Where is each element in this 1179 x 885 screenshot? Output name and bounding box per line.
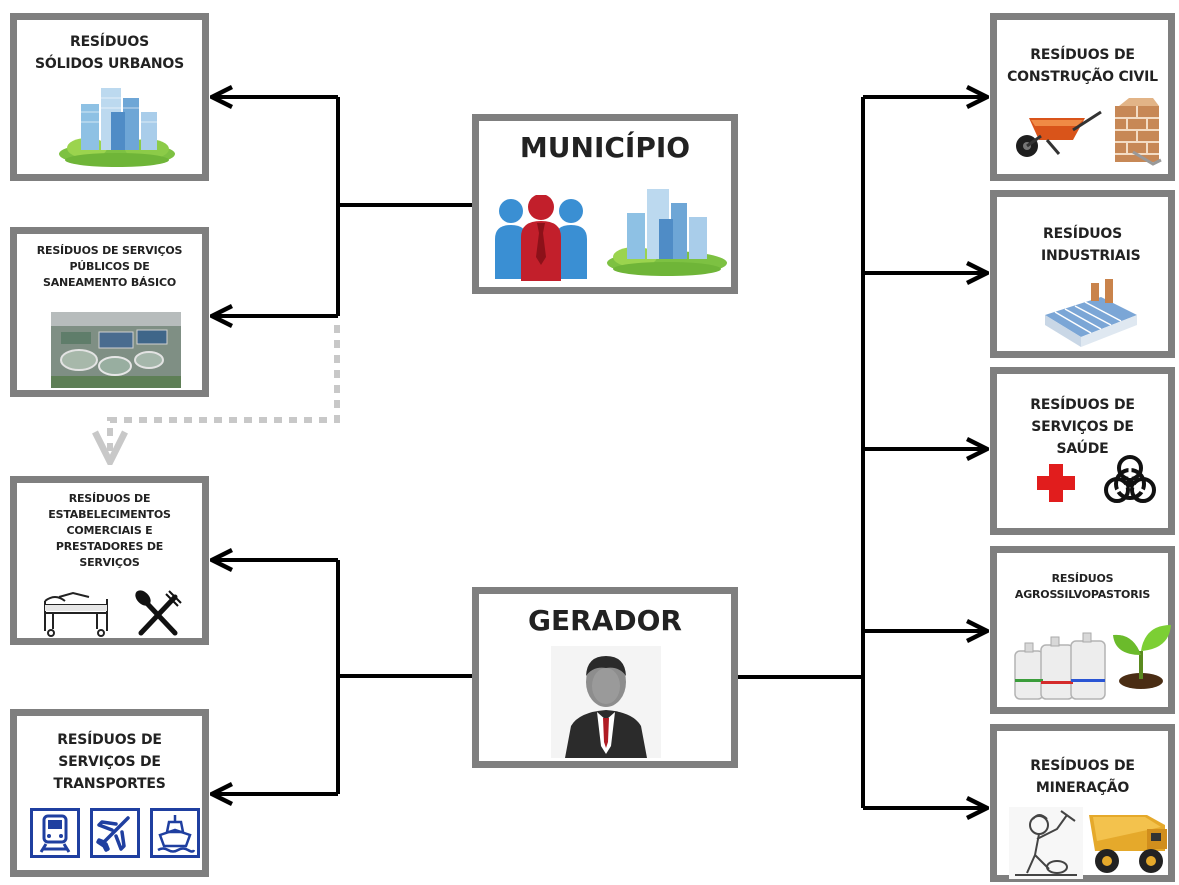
node-comerciais-label: RESÍDUOS DE ESTABELECIMENTOS COMERCIAIS … (48, 492, 171, 569)
node-transportes: RESÍDUOS DE SERVIÇOS DE TRANSPORTES (10, 709, 209, 877)
node-gerador-label: GERADOR (528, 604, 682, 637)
people-group-icon (495, 195, 587, 281)
node-saude-label: RESÍDUOS DE SERVIÇOS DE SAÚDE (1030, 397, 1135, 457)
treatment-plant-photo-icon (51, 312, 181, 388)
biohazard-icon (1104, 455, 1156, 503)
node-agrossilvopastoris: RESÍDUOS AGROSSILVOPASTORIS (990, 546, 1175, 714)
node-municipio-label: MUNICÍPIO (519, 131, 691, 164)
ship-icon (150, 808, 200, 858)
fork-knife-icon (135, 590, 182, 636)
chemical-jugs-icon (1014, 632, 1106, 700)
dump-truck-icon (1089, 815, 1167, 873)
node-mineracao-label: RESÍDUOS DE MINERAÇÃO (1030, 758, 1135, 796)
airplane-icon (90, 808, 140, 858)
businessman-icon (551, 646, 661, 758)
arrow-to-comerciais-dashed (110, 325, 340, 462)
wheelbarrow-icon (1016, 110, 1102, 157)
node-industriais: RESÍDUOS INDUSTRIAIS (990, 190, 1175, 358)
node-agrossilvopastoris-label: RESÍDUOS AGROSSILVOPASTORIS (1014, 572, 1151, 601)
node-comerciais: RESÍDUOS DE ESTABELECIMENTOS COMERCIAIS … (10, 476, 209, 645)
bricks-icon (1115, 98, 1162, 166)
node-industriais-label: RESÍDUOS INDUSTRIAIS (1041, 226, 1141, 264)
node-gerador: GERADOR (472, 587, 738, 768)
node-saneamento-label: RESÍDUOS DE SERVIÇOS PÚBLICOS DE SANEAME… (36, 244, 183, 289)
gerador-right-connectors (737, 97, 987, 808)
node-municipio: MUNICÍPIO (472, 114, 738, 294)
node-construcao-civil: RESÍDUOS DE CONSTRUÇÃO CIVIL (990, 13, 1175, 181)
gerador-left-connectors (212, 560, 473, 794)
node-transportes-label: RESÍDUOS DE SERVIÇOS DE TRANSPORTES (53, 732, 166, 792)
red-cross-icon (1037, 464, 1075, 502)
city-buildings-icon (59, 88, 175, 167)
miner-icon (1009, 807, 1083, 879)
hospital-bed-icon (44, 591, 108, 637)
city-buildings-icon (607, 189, 727, 276)
node-solidos-urbanos: RESÍDUOS SÓLIDOS URBANOS (10, 13, 209, 181)
train-icon (30, 808, 80, 858)
node-solidos-urbanos-label: RESÍDUOS SÓLIDOS URBANOS (35, 34, 184, 72)
node-construcao-civil-label: RESÍDUOS DE CONSTRUÇÃO CIVIL (1007, 47, 1158, 85)
factory-icon (1045, 275, 1137, 347)
node-saude: RESÍDUOS DE SERVIÇOS DE SAÚDE (990, 367, 1175, 535)
seedling-icon (1113, 625, 1171, 689)
municipio-connectors (212, 97, 473, 316)
saneamento-dashed-connector (110, 325, 340, 462)
node-mineracao: RESÍDUOS DE MINERAÇÃO (990, 724, 1175, 882)
node-saneamento: RESÍDUOS DE SERVIÇOS PÚBLICOS DE SANEAME… (10, 227, 209, 397)
